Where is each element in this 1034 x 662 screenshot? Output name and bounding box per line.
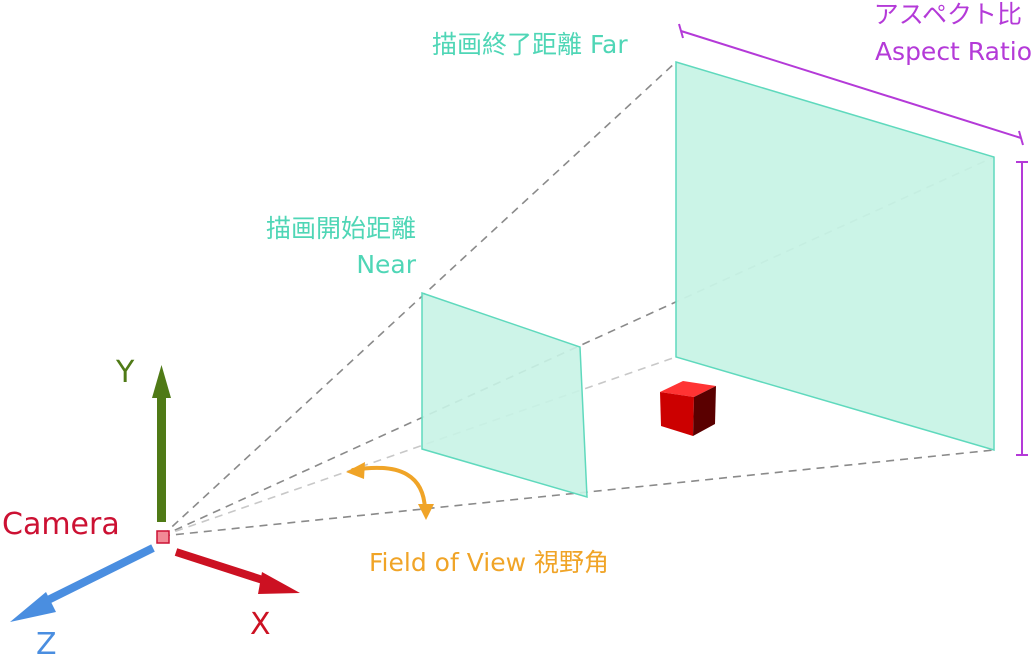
- aspect-ratio-brackets: [678, 23, 1028, 456]
- fov-arc: [351, 465, 427, 514]
- aspect-ratio-label-jp: アスペクト比: [873, 0, 1022, 29]
- red-cube: [660, 381, 716, 436]
- z-axis-label: Z: [36, 627, 57, 662]
- aspect-ratio-label-en: Aspect Ratio: [874, 37, 1032, 66]
- far-plane: [675, 60, 995, 452]
- x-axis-arrow: [174, 548, 300, 594]
- fov-arrow-left: [346, 462, 365, 479]
- frustum-line-bottom-left: [161, 356, 677, 537]
- fov-label: Field of View 視野角: [369, 548, 609, 577]
- frustum-line-top-left: [161, 61, 677, 537]
- camera-icon: [156, 530, 170, 544]
- x-axis-label: X: [250, 607, 271, 642]
- camera-label: Camera: [2, 507, 120, 542]
- fov-arrow-down: [418, 504, 434, 520]
- far-label: 描画終了距離 Far: [432, 30, 628, 59]
- y-axis-label: Y: [116, 355, 135, 390]
- y-axis-arrow: [152, 365, 171, 522]
- z-axis-arrow: [10, 544, 155, 622]
- near-label-jp: 描画開始距離: [265, 214, 416, 243]
- near-label-en: Near: [356, 250, 416, 279]
- near-plane: [421, 291, 588, 499]
